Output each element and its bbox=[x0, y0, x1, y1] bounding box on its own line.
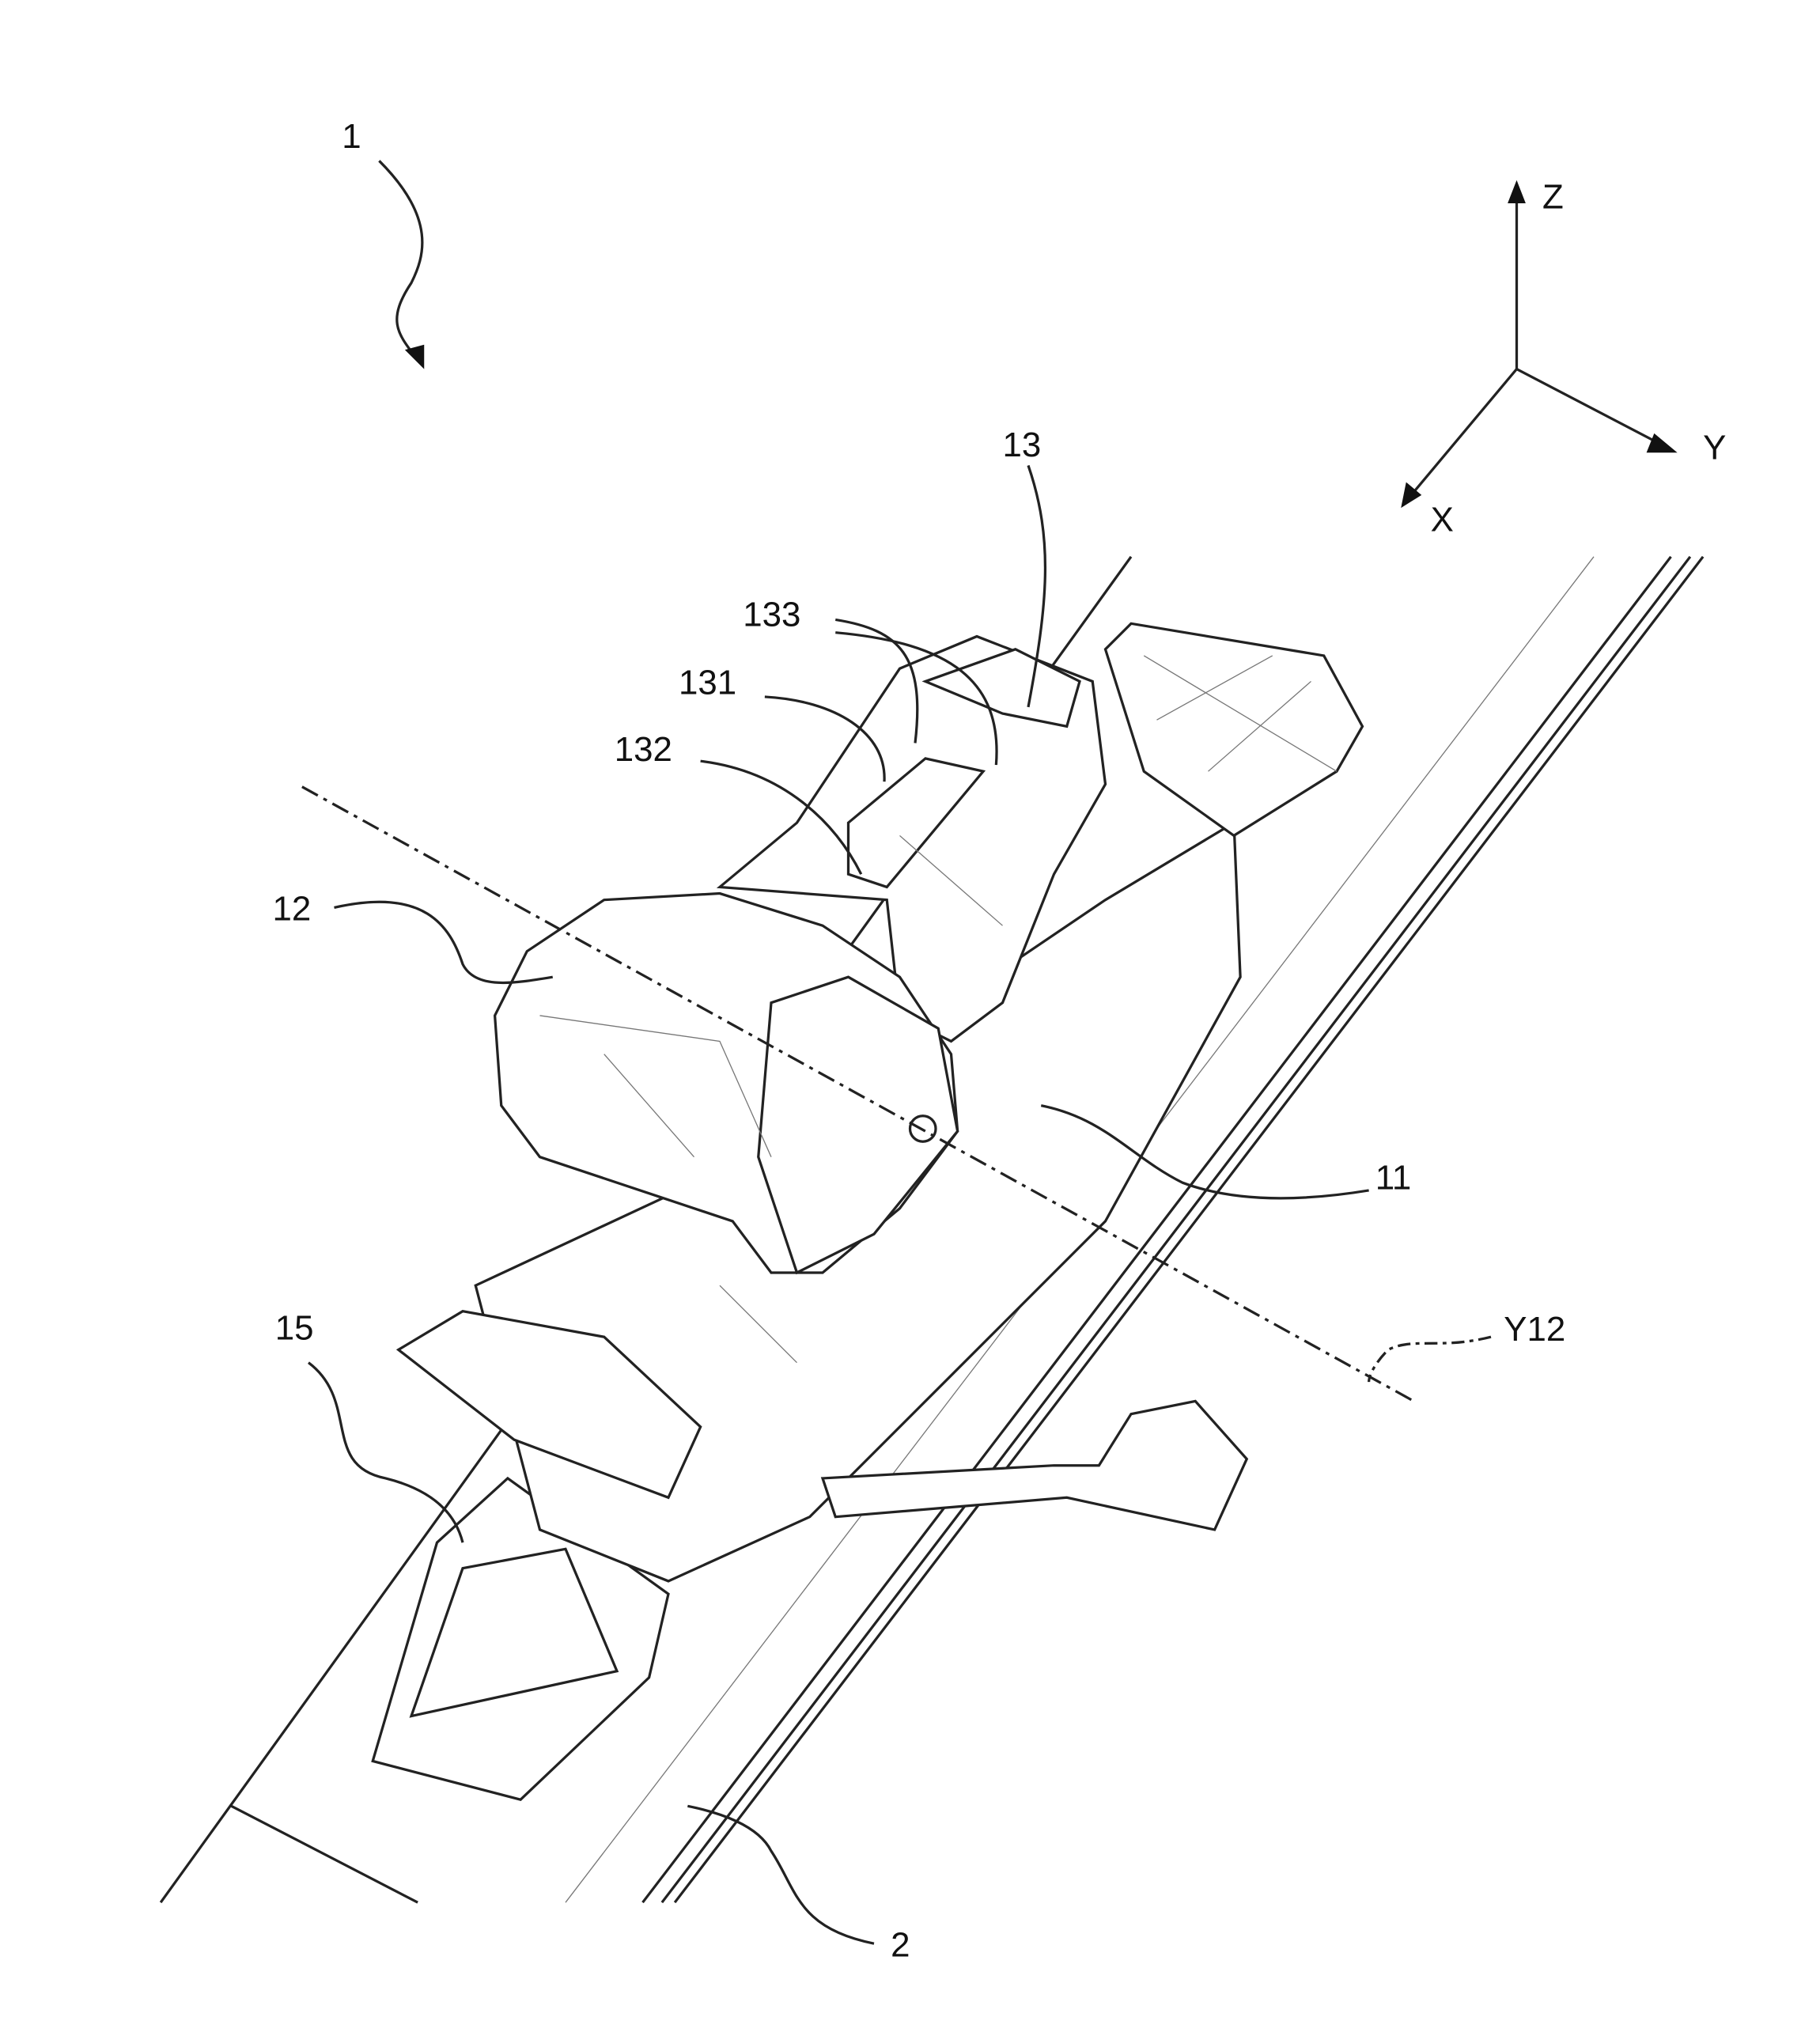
label-y12: Y12 bbox=[1504, 1310, 1565, 1349]
label-1: 1 bbox=[342, 117, 361, 156]
front-plate bbox=[395, 1309, 702, 1500]
leader-lines bbox=[308, 160, 1492, 1945]
label-11: 11 bbox=[1375, 1158, 1412, 1197]
label-12: 12 bbox=[273, 890, 312, 929]
coordinate-axes: Z Y X bbox=[1401, 177, 1726, 539]
axis-y-label: Y bbox=[1703, 428, 1726, 467]
axis-line-y12 bbox=[301, 785, 1415, 1402]
x-arrow-icon bbox=[1401, 482, 1422, 509]
z-arrow-icon bbox=[1508, 180, 1526, 203]
axis-z-label: Z bbox=[1542, 177, 1564, 216]
y-arrow-icon bbox=[1646, 433, 1678, 453]
label-133: 133 bbox=[743, 596, 800, 634]
axis-x-label: X bbox=[1431, 500, 1454, 539]
label-2: 2 bbox=[891, 1925, 910, 1964]
reference-labels: 1 13 133 131 132 12 11 Y12 15 2 bbox=[273, 117, 1566, 1964]
label-131: 131 bbox=[679, 664, 736, 702]
label-15: 15 bbox=[275, 1308, 314, 1347]
binding bbox=[371, 622, 1364, 1801]
label-13: 13 bbox=[1003, 426, 1042, 464]
ski bbox=[159, 555, 1705, 1904]
label-132: 132 bbox=[615, 730, 672, 769]
